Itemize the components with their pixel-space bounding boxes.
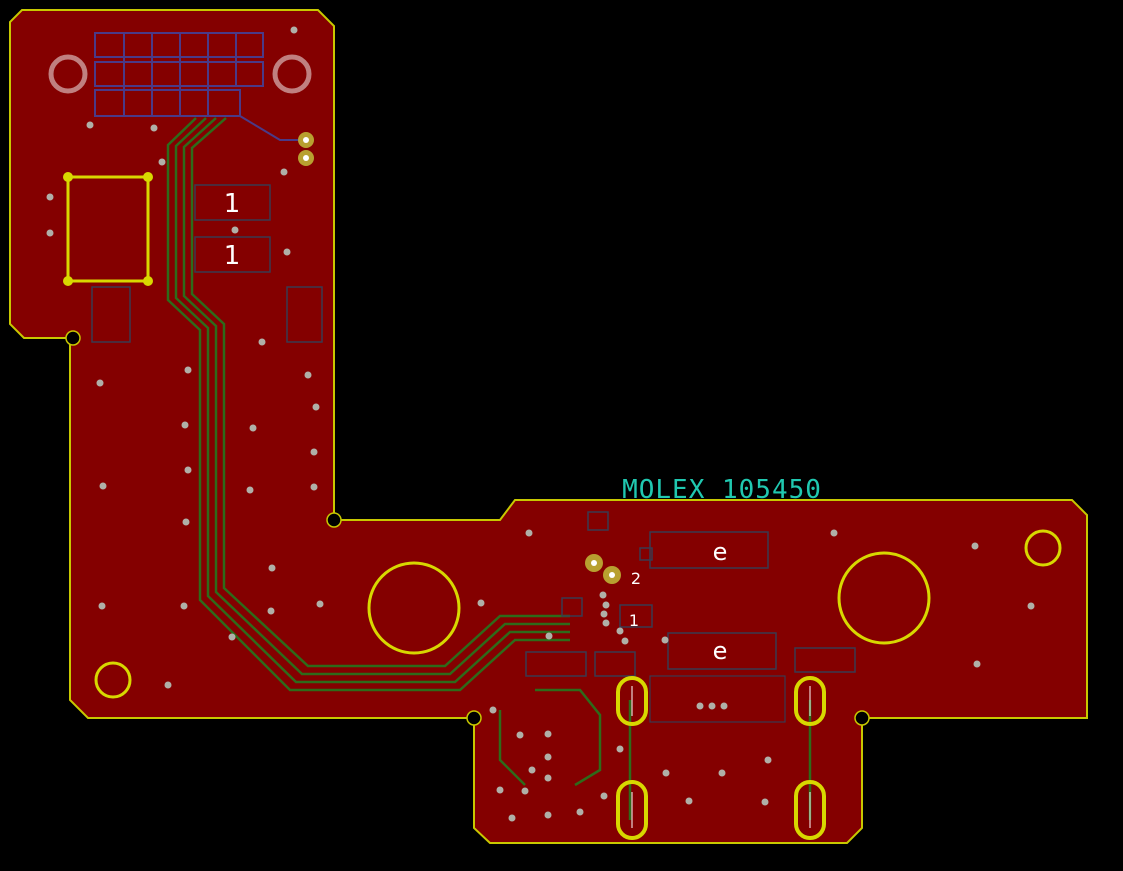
pad-mark-e-bottom: e [713, 637, 728, 665]
via [310, 483, 318, 491]
via [971, 542, 979, 550]
via [99, 482, 107, 490]
via [662, 769, 670, 777]
via [508, 814, 516, 822]
via [231, 226, 239, 234]
via [158, 158, 166, 166]
via [720, 702, 728, 710]
via [600, 792, 608, 800]
via [150, 124, 158, 132]
via [708, 702, 716, 710]
crystal-corner-pads [63, 172, 153, 286]
pin-1-label: 1 [629, 611, 639, 630]
via [46, 229, 54, 237]
via [316, 600, 324, 608]
via [304, 371, 312, 379]
via [661, 636, 669, 644]
via [96, 379, 104, 387]
via [764, 756, 772, 764]
crystal-footprint [66, 175, 150, 283]
via [545, 632, 553, 640]
slotted-holes [616, 676, 826, 840]
routed-traces [166, 117, 812, 820]
via [268, 564, 276, 572]
via [164, 681, 172, 689]
via [1027, 602, 1035, 610]
via [685, 797, 693, 805]
via [599, 591, 607, 599]
mounting-hole-top-right [272, 54, 312, 94]
mounting-hole-left [367, 561, 461, 655]
via [621, 637, 629, 645]
board-copper-pour [9, 9, 1088, 844]
vias [46, 26, 1035, 822]
mounting-hole-right [837, 551, 931, 645]
via [544, 811, 552, 819]
via [228, 633, 236, 641]
via [258, 338, 266, 346]
via [525, 529, 533, 537]
via [180, 602, 188, 610]
via [576, 808, 584, 816]
pad-mark-1a: 1 [224, 189, 241, 219]
slotted-hole-centerlines [631, 686, 811, 828]
fiducial-left [94, 661, 132, 699]
via [521, 787, 529, 795]
via [181, 421, 189, 429]
via [184, 366, 192, 374]
via [98, 602, 106, 610]
via [616, 745, 624, 753]
via [602, 619, 610, 627]
via [283, 248, 291, 256]
via [280, 168, 288, 176]
via [696, 702, 704, 710]
pin-2-label: 2 [631, 569, 641, 588]
via [267, 607, 275, 615]
via [830, 529, 838, 537]
test-pads [298, 132, 621, 584]
pad-mark-1b: 1 [224, 241, 241, 271]
via [602, 601, 610, 609]
via [544, 730, 552, 738]
via [496, 786, 504, 794]
via [616, 627, 624, 635]
via [249, 424, 257, 432]
via [290, 26, 298, 34]
via [516, 731, 524, 739]
via [544, 774, 552, 782]
pad-mark-e-top: e [713, 538, 728, 566]
via [718, 769, 726, 777]
via [528, 766, 536, 774]
via [312, 403, 320, 411]
mounting-hole-top-left [48, 54, 88, 94]
via [477, 599, 485, 607]
fiducial-right [1024, 529, 1062, 567]
via [600, 610, 608, 618]
via [310, 448, 318, 456]
via [184, 466, 192, 474]
via [544, 753, 552, 761]
via [489, 706, 497, 714]
smd-pads [91, 184, 856, 677]
via [973, 660, 981, 668]
via [246, 486, 254, 494]
connector-name-label: MOLEX 105450 [622, 475, 822, 505]
via [86, 121, 94, 129]
connector-pins [649, 675, 786, 723]
via [761, 798, 769, 806]
via [182, 518, 190, 526]
edge-notches [65, 330, 870, 726]
via [46, 193, 54, 201]
